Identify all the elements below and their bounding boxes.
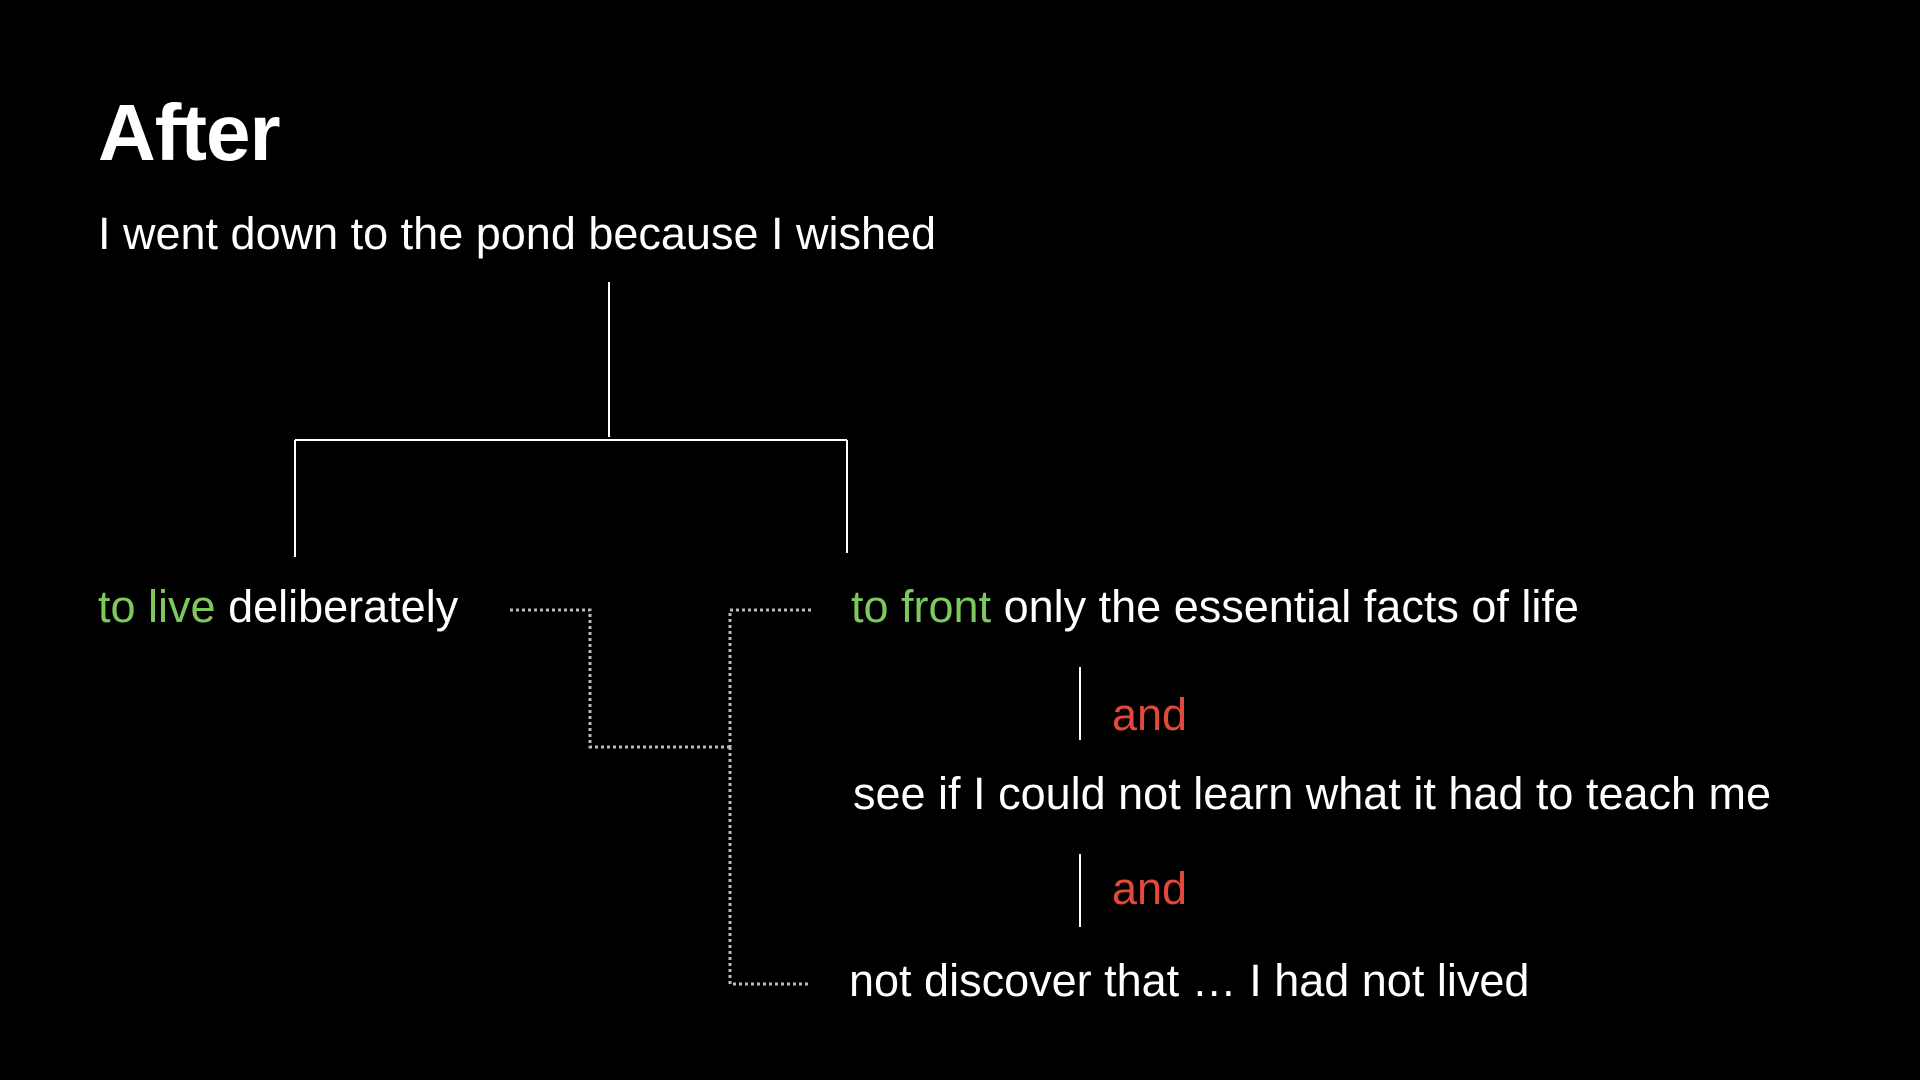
infinitive-to-front: to front [851,581,992,632]
clause-see: see if I could not learn what it had to … [853,768,1772,819]
dotted-connector-discover [728,747,811,986]
clause-live-rest: deliberately [215,581,459,632]
conjunction-and-1: and [1112,689,1188,740]
clause-discover: not discover that … I had not lived [849,955,1530,1006]
infinitive-to-live: to live [98,581,216,632]
conjunction-and-2: and [1112,863,1188,914]
dotted-connector-live [510,608,730,749]
slide-title: After [98,88,281,177]
clause-front-rest: only the essential facts of life [991,581,1579,632]
clause-front: to front only the essential facts of lif… [851,584,1579,629]
main-clause: I went down to the pond because I wished [98,208,937,259]
clause-live: to live deliberately [98,584,458,629]
dotted-connector-front [728,608,811,747]
